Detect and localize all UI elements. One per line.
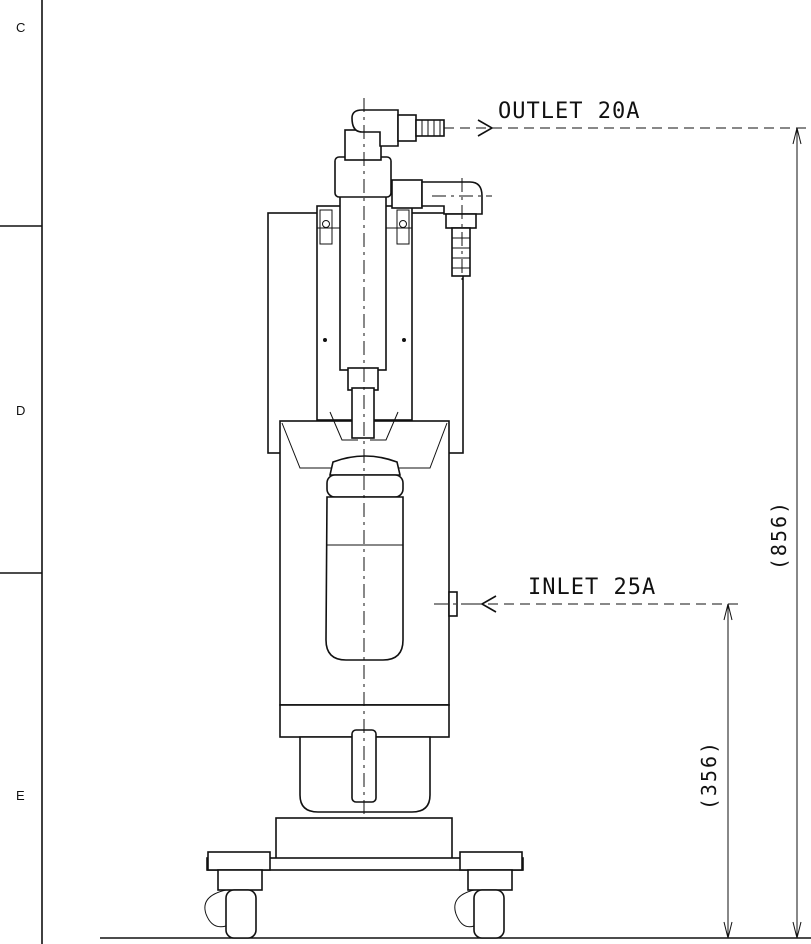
dimension-inlet-height: [723, 603, 733, 939]
caster-right: [454, 851, 523, 939]
zone-label-c: C: [16, 20, 25, 35]
inlet-label: INLET 25A: [528, 575, 656, 600]
caster-left: [204, 851, 271, 939]
zone-label-d: D: [16, 403, 25, 418]
dimension-356-label: (356): [697, 740, 721, 810]
vertical-pipe: [329, 129, 399, 441]
drawing-frame: [0, 0, 43, 944]
side-fitting: [391, 179, 483, 277]
zone-label-e: E: [16, 788, 25, 803]
dimension-overall-height: [792, 127, 802, 939]
dimension-856-label: (856): [767, 500, 791, 570]
base-plate: [275, 817, 453, 861]
outlet-label: OUTLET 20A: [498, 99, 640, 124]
